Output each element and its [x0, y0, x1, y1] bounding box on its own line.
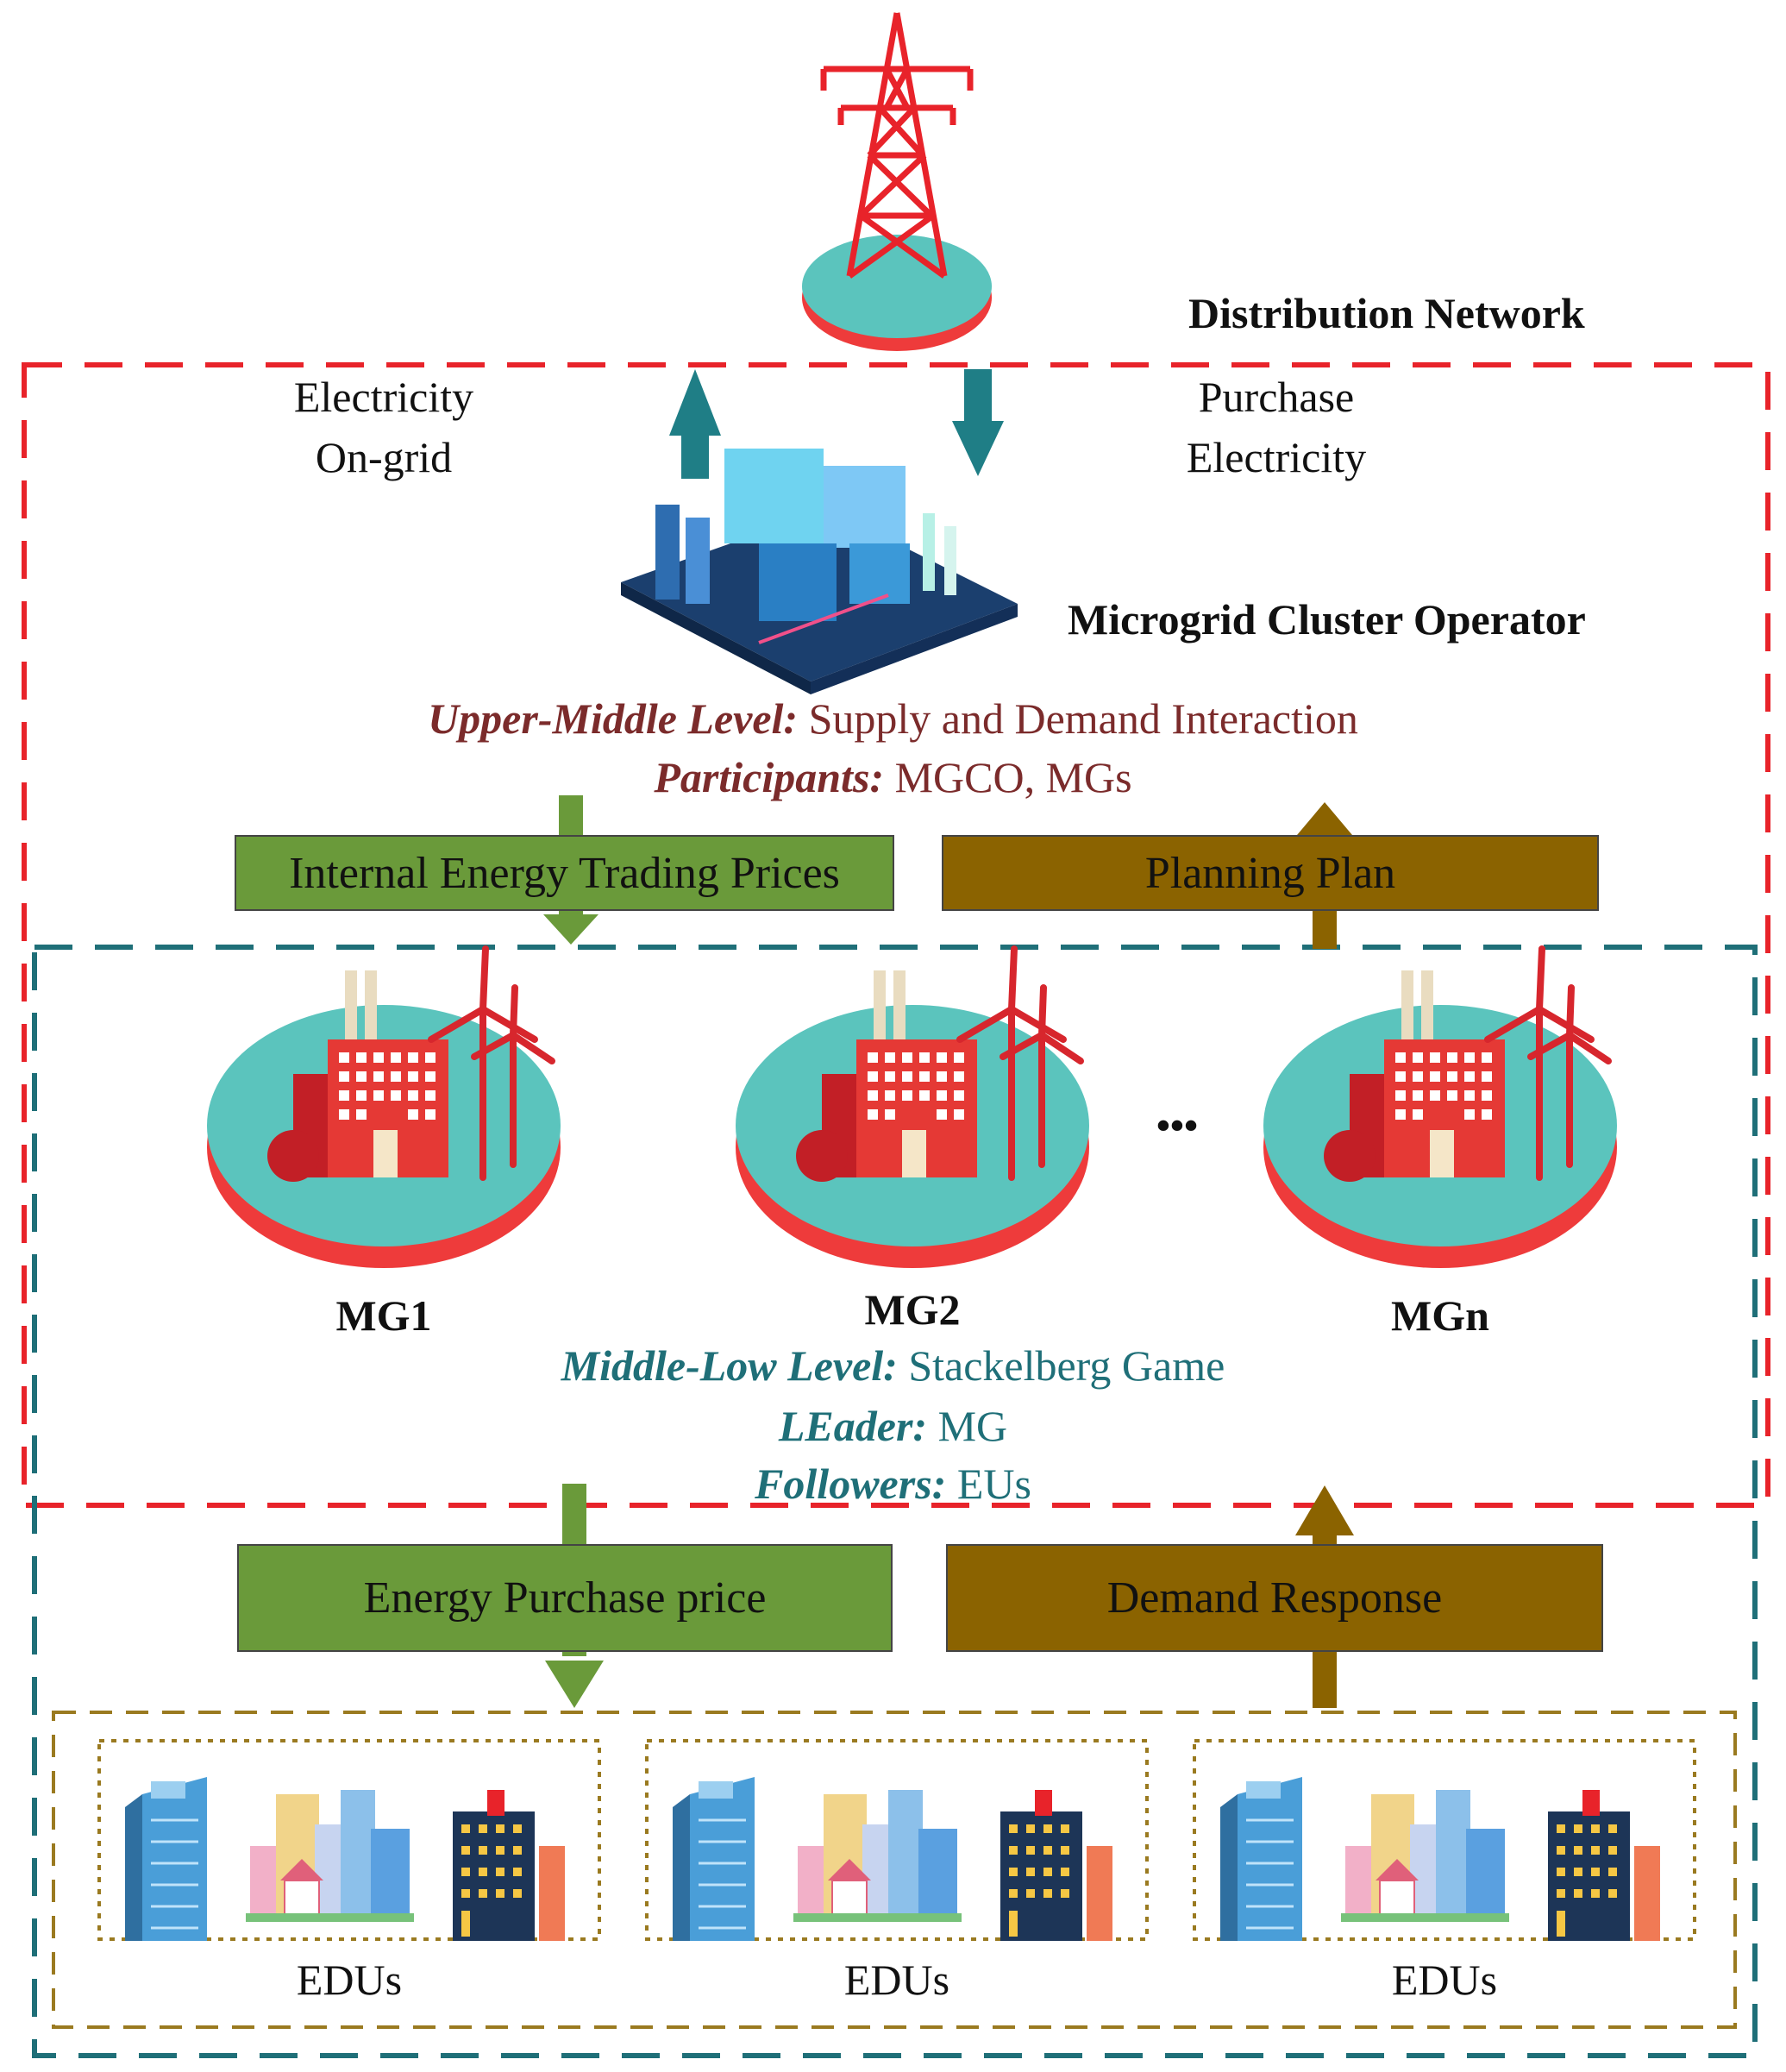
upper-level-boundary [22, 362, 1770, 1508]
edu-buildings-icon-3 [1219, 1775, 1662, 1943]
electricity-on-grid-label: Electricity On-grid [293, 373, 474, 481]
middle-level-followers: Followers: EUs [755, 1460, 1031, 1508]
microgrid-ellipsis: ••• [1156, 1103, 1199, 1147]
energy-purchase-price-box: Energy Purchase price [237, 1544, 893, 1652]
microgrid-icon-n [1263, 949, 1617, 1268]
middle-level-boundary [32, 945, 1758, 2058]
purchase-arrow-icon [952, 369, 1004, 476]
edus-label-3: EDUs [1391, 1956, 1498, 2004]
on-grid-arrow-icon [669, 369, 721, 479]
demand-response-box: Demand Response [946, 1544, 1603, 1652]
middle-level-leader: LEader: MG [778, 1402, 1008, 1450]
mgn-label: MGn [1391, 1291, 1489, 1340]
microgrid-icon-2 [736, 949, 1089, 1268]
planning-plan-box: Planning Plan [942, 835, 1599, 911]
edu-buildings-icon-1 [123, 1775, 567, 1943]
upper-level-title: Upper-Middle Level: Supply and Demand In… [428, 694, 1358, 743]
internal-energy-trading-prices-box: Internal Energy Trading Prices [235, 835, 894, 911]
mg1-label: MG1 [335, 1291, 432, 1340]
transmission-tower-icon [802, 12, 992, 351]
edu-level-boundary [52, 1711, 1737, 2029]
purchase-electricity-label: Purchase Electricity [1186, 373, 1367, 481]
distribution-network-label: Distribution Network [1188, 289, 1585, 337]
edu-buildings-icon-2 [671, 1775, 1114, 1943]
upper-level-participants: Participants: MGCO, MGs [654, 753, 1132, 801]
middle-level-title: Middle-Low Level: Stackelberg Game [561, 1341, 1225, 1390]
operator-platform-icon [621, 449, 1018, 694]
edus-label-2: EDUs [843, 1956, 950, 2004]
microgrid-cluster-operator-label: Microgrid Cluster Operator [1068, 595, 1586, 644]
mg2-label: MG2 [864, 1285, 961, 1334]
microgrid-icon-1 [207, 949, 561, 1268]
edus-label-1: EDUs [296, 1956, 403, 2004]
